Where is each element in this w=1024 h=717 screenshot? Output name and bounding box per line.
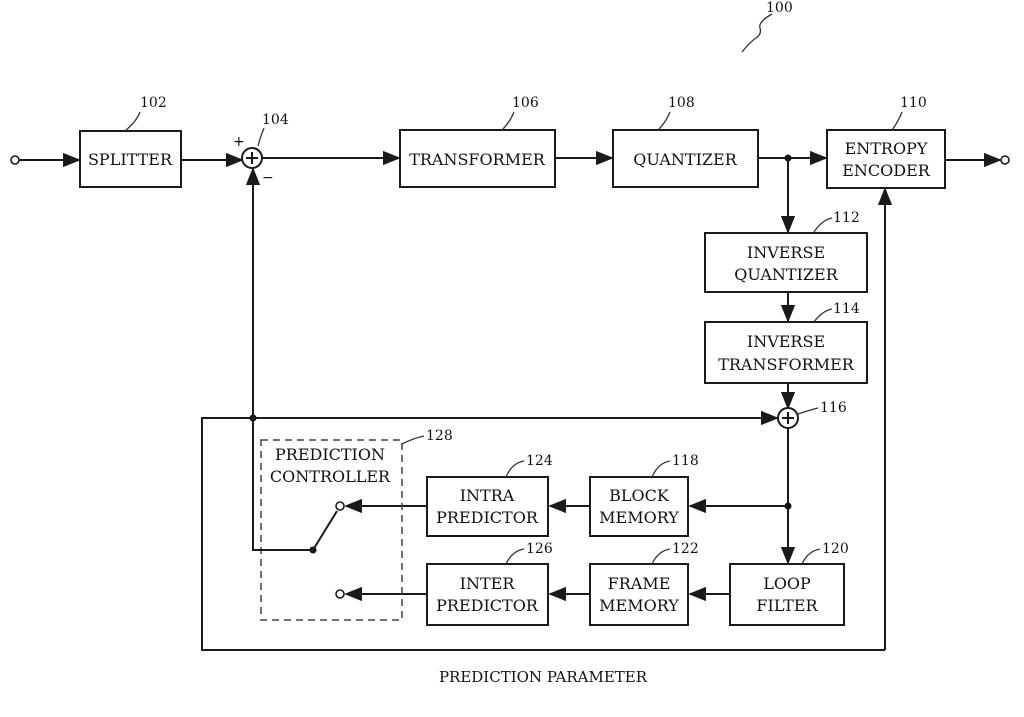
inter-ref: 126	[526, 541, 553, 557]
block-mem-ref: 118	[672, 453, 699, 469]
switch-inter-contact	[335, 589, 345, 599]
prediction-controller-box	[260, 439, 403, 621]
inverse-transformer-block: INVERSE TRANSFORMER	[704, 321, 868, 384]
transformer-block: TRANSFORMER	[399, 129, 556, 188]
inter-label-line1: INTER	[460, 574, 516, 593]
adder-node	[777, 407, 799, 429]
frame-mem-ref-leader	[651, 548, 671, 565]
intra-label-line2: PREDICTOR	[436, 508, 539, 527]
input-terminal	[10, 155, 20, 165]
prediction-parameter-caption: PREDICTION PARAMETER	[439, 668, 648, 686]
splitter-ref: 102	[140, 95, 167, 111]
loop-filter-label-line2: FILTER	[756, 596, 818, 615]
inv-quant-ref: 112	[833, 210, 860, 226]
loop-filter-ref-leader	[801, 548, 821, 565]
prediction-loop-frame	[201, 417, 885, 651]
entropy-encoder-block: ENTROPY ENCODER	[826, 129, 946, 189]
switch-intra-contact	[335, 501, 345, 511]
intra-ref-leader	[505, 460, 525, 478]
transformer-ref-leader	[501, 111, 515, 131]
quantizer-ref-leader	[657, 111, 671, 131]
subtractor-plus-sign: +	[233, 134, 245, 150]
pred-ctrl-label-line1: PREDICTION	[275, 445, 385, 464]
block-mem-label-line2: MEMORY	[599, 508, 679, 527]
loop-filter-block: LOOP FILTER	[729, 563, 845, 626]
quantizer-block: QUANTIZER	[612, 129, 759, 188]
inter-label-line2: PREDICTOR	[436, 596, 539, 615]
pred-ctrl-ref-leader	[401, 435, 425, 445]
intra-label-line1: INTRA	[460, 486, 515, 505]
intra-predictor-block: INTRA PREDICTOR	[426, 476, 549, 537]
inv-trans-ref-leader	[813, 308, 833, 323]
entropy-ref-leader	[891, 111, 903, 131]
loop-filter-ref: 120	[822, 541, 849, 557]
frame-mem-label-line2: MEMORY	[599, 596, 679, 615]
loop-filter-label-line1: LOOP	[763, 574, 811, 593]
subtractor-minus-sign: −	[262, 170, 274, 186]
inv-quant-ref-leader	[813, 217, 833, 233]
adder-ref-leader	[797, 407, 819, 415]
pred-ctrl-label-line2: CONTROLLER	[270, 467, 391, 486]
block-mem-ref-leader	[651, 460, 671, 478]
inv-trans-label-line2: TRANSFORMER	[718, 355, 855, 374]
figure-ref-label: 100	[766, 0, 793, 16]
frame-mem-label-line1: FRAME	[608, 574, 671, 593]
splitter-block: SPLITTER	[79, 130, 182, 188]
inverse-quantizer-block: INVERSE QUANTIZER	[704, 232, 868, 293]
inter-ref-leader	[505, 548, 525, 565]
splitter-ref-leader	[125, 111, 141, 131]
output-terminal	[1000, 155, 1010, 165]
inv-trans-ref: 114	[833, 301, 860, 317]
pred-ctrl-ref: 128	[426, 428, 453, 444]
switch-to-prediction-line	[252, 418, 313, 551]
transformer-ref: 106	[512, 95, 539, 111]
inv-quant-label-line1: INVERSE	[747, 243, 825, 262]
figure-ref-squiggle	[741, 13, 773, 53]
switch-blade	[312, 510, 338, 551]
entropy-label-line2: ENCODER	[842, 161, 931, 180]
frame-memory-block: FRAME MEMORY	[589, 563, 689, 626]
adder-ref: 116	[820, 400, 847, 416]
splitter-label: SPLITTER	[88, 150, 173, 169]
quantizer-label: QUANTIZER	[633, 150, 737, 169]
inter-predictor-block: INTER PREDICTOR	[426, 563, 549, 626]
entropy-ref: 110	[900, 95, 927, 111]
transformer-label: TRANSFORMER	[409, 150, 546, 169]
inv-trans-label-line1: INVERSE	[747, 332, 825, 351]
subtractor-node	[241, 147, 263, 169]
entropy-label-line1: ENTROPY	[845, 139, 928, 158]
inv-quant-label-line2: QUANTIZER	[734, 265, 838, 284]
subtractor-ref-leader	[257, 127, 265, 147]
subtractor-ref: 104	[262, 112, 289, 128]
frame-mem-ref: 122	[672, 541, 699, 557]
quantizer-ref: 108	[668, 95, 695, 111]
block-mem-label-line1: BLOCK	[609, 486, 670, 505]
block-memory-block: BLOCK MEMORY	[589, 476, 689, 537]
intra-ref: 124	[526, 453, 553, 469]
